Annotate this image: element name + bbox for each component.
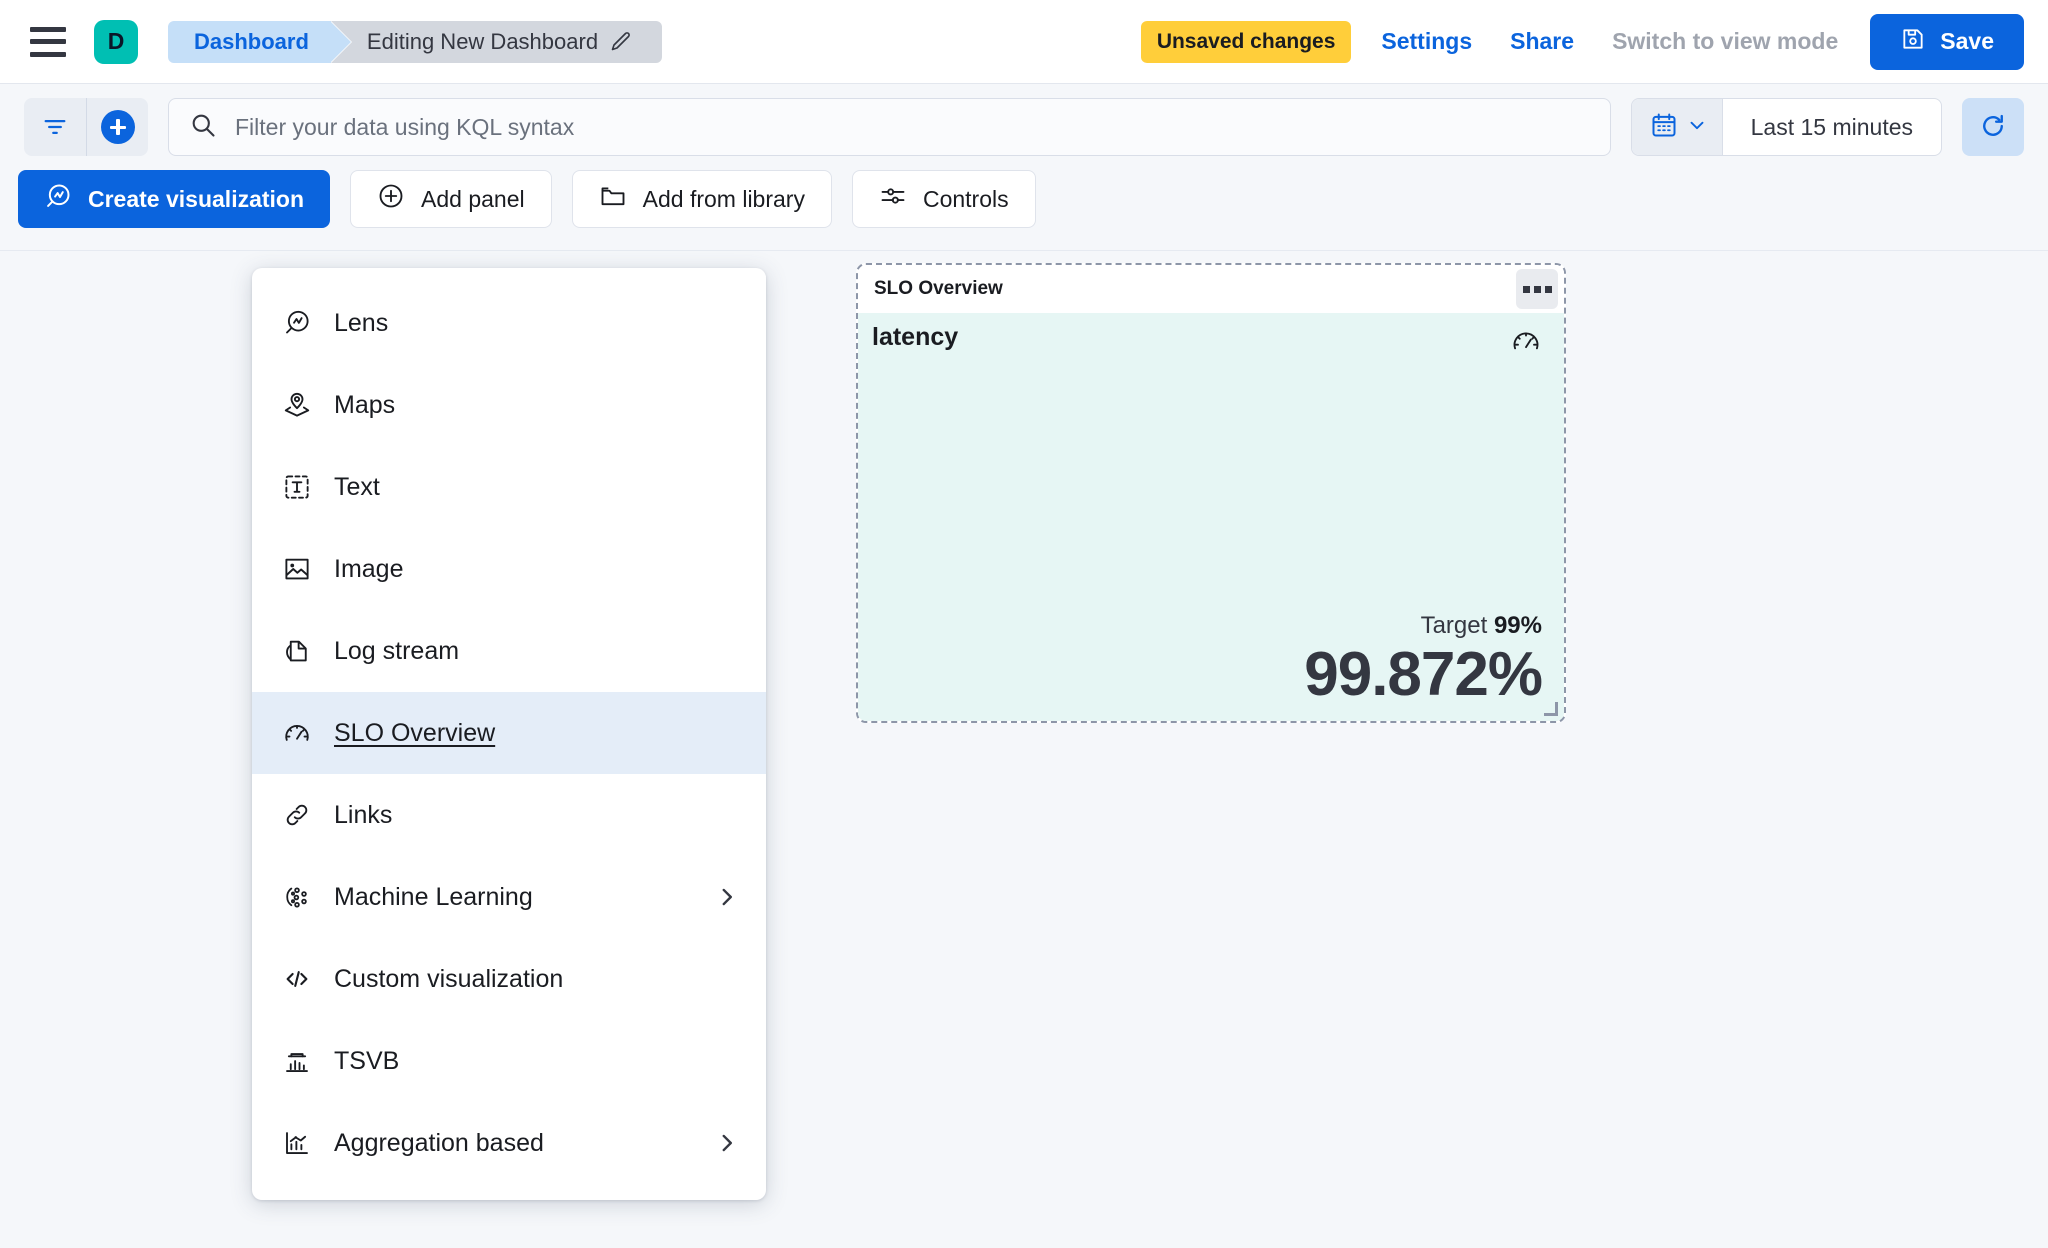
machine-learning-icon (282, 882, 312, 912)
kebab-horizontal-icon (1522, 285, 1530, 293)
menu-item-label: Aggregation based (334, 1128, 544, 1157)
controls-button[interactable]: Controls (851, 170, 1036, 228)
create-visualization-label: Create visualization (88, 185, 305, 212)
time-range-display[interactable]: Last 15 minutes (1750, 113, 1913, 140)
dashboard-canvas: Lens Maps Text (0, 250, 2048, 1226)
search-icon (189, 111, 217, 144)
filter-funnel-icon[interactable] (24, 98, 86, 156)
calendar-icon (1650, 111, 1678, 144)
breadcrumb-dashboard-label: Dashboard (194, 28, 309, 54)
log-stream-icon (282, 636, 312, 666)
menu-item-label: Machine Learning (334, 882, 533, 911)
add-from-library-button[interactable]: Add from library (571, 170, 832, 228)
slo-sli-value: 99.872% (1304, 639, 1543, 709)
hamburger-menu-icon[interactable] (30, 26, 66, 57)
edit-toolbar: Create visualization Add panel Add from … (0, 170, 2048, 250)
menu-item-lens[interactable]: Lens (252, 282, 766, 364)
refresh-icon (1978, 111, 2008, 144)
pencil-icon[interactable] (608, 30, 632, 54)
lens-icon (282, 308, 312, 338)
query-bar: Last 15 minutes (0, 84, 2048, 170)
panel-context-menu-button[interactable] (1516, 269, 1558, 309)
add-panel-label: Add panel (421, 185, 525, 212)
slo-target-label: Target (1420, 611, 1488, 639)
search-input-wrapper[interactable] (168, 98, 1611, 156)
date-picker: Last 15 minutes (1630, 98, 1942, 156)
folder-icon (599, 182, 627, 216)
share-link[interactable]: Share (1510, 28, 1575, 54)
add-filter-button[interactable] (86, 98, 148, 156)
chevron-right-icon (714, 884, 740, 910)
save-disk-icon (1900, 26, 1926, 58)
status-badge-unsaved-changes[interactable]: Unsaved changes (1140, 20, 1352, 63)
gauge-icon (1510, 325, 1542, 362)
create-visualization-button[interactable]: Create visualization (18, 170, 331, 228)
add-panel-button[interactable]: Add panel (350, 170, 552, 228)
sliders-icon (879, 182, 907, 216)
app-header: D Dashboard Editing New Dashboard Unsave… (0, 0, 2048, 84)
menu-item-label: Text (334, 472, 380, 501)
plus-circle-icon (100, 110, 135, 144)
lens-icon (44, 182, 72, 216)
code-icon (282, 964, 312, 994)
menu-item-aggregation-based[interactable]: Aggregation based (252, 1102, 766, 1184)
space-avatar[interactable]: D (94, 19, 138, 64)
add-from-library-label: Add from library (642, 185, 805, 212)
aggregation-chart-icon (282, 1128, 312, 1158)
settings-link[interactable]: Settings (1381, 28, 1473, 54)
chevron-right-icon (714, 1130, 740, 1156)
breadcrumb-item-dashboard[interactable]: Dashboard (168, 20, 351, 63)
menu-item-custom-visualization[interactable]: Custom visualization (252, 938, 766, 1020)
filter-button-group (24, 98, 148, 156)
menu-item-maps[interactable]: Maps (252, 364, 766, 446)
menu-item-label: Lens (334, 308, 389, 337)
switch-to-view-mode-link[interactable]: Switch to view mode (1612, 28, 1839, 54)
menu-item-image[interactable]: Image (252, 528, 766, 610)
plus-circle-outline-icon (377, 182, 405, 216)
text-box-icon (282, 472, 312, 502)
controls-label: Controls (922, 185, 1009, 212)
menu-item-label: TSVB (334, 1046, 400, 1075)
menu-item-machine-learning[interactable]: Machine Learning (252, 856, 766, 938)
kebab-horizontal-icon (1544, 285, 1552, 293)
menu-item-slo-overview[interactable]: SLO Overview (252, 692, 766, 774)
image-icon (282, 554, 312, 584)
panel-body: latency Target 99% 99.872% (858, 313, 1564, 721)
gauge-icon (282, 718, 312, 748)
menu-item-log-stream[interactable]: Log stream (252, 610, 766, 692)
menu-item-tsvb[interactable]: TSVB (252, 1020, 766, 1102)
breadcrumb-item-editing[interactable]: Editing New Dashboard (330, 20, 663, 63)
map-marker-layers-icon (282, 390, 312, 420)
add-panel-menu: Lens Maps Text (252, 268, 766, 1200)
slo-header-row: latency (872, 323, 1542, 362)
menu-item-label: Custom visualization (334, 964, 564, 993)
slo-overview-panel[interactable]: SLO Overview latency Ta (856, 263, 1566, 723)
panel-spacer (872, 362, 1542, 612)
slo-name: latency (872, 323, 959, 351)
menu-item-label: Log stream (334, 636, 460, 665)
menu-item-label: Image (334, 554, 404, 583)
menu-item-links[interactable]: Links (252, 774, 766, 856)
slo-target-value: 99% (1493, 611, 1542, 639)
refresh-button[interactable] (1962, 98, 2024, 156)
tsvb-chart-icon (282, 1046, 312, 1076)
menu-item-label: SLO Overview (334, 718, 496, 747)
panel-header: SLO Overview (858, 265, 1564, 313)
resize-corner-icon[interactable] (1544, 702, 1558, 716)
breadcrumb-editing-label: Editing New Dashboard (366, 28, 599, 54)
link-icon (282, 800, 312, 830)
slo-target: Target 99% (872, 612, 1542, 640)
kebab-horizontal-icon (1533, 285, 1541, 293)
menu-item-label: Maps (334, 390, 396, 419)
save-button-label: Save (1940, 28, 1994, 54)
chevron-down-icon (1686, 114, 1708, 141)
panel-title: SLO Overview (874, 278, 1003, 299)
save-button[interactable]: Save (1870, 13, 2024, 70)
breadcrumb: Dashboard Editing New Dashboard (168, 20, 663, 63)
menu-item-label: Links (334, 800, 393, 829)
date-quick-select-button[interactable] (1631, 99, 1723, 155)
menu-item-text[interactable]: Text (252, 446, 766, 528)
search-input[interactable] (235, 113, 1590, 141)
